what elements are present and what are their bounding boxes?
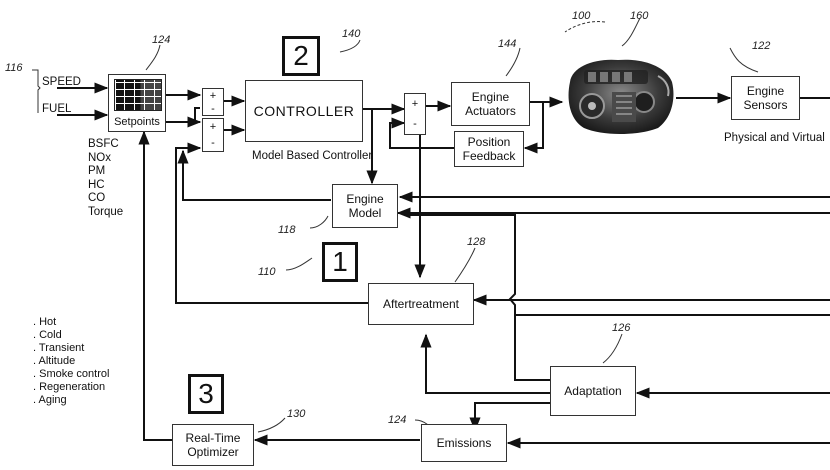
ref-124-setpoints: 124 <box>152 34 171 46</box>
setpoints-block: Setpoints <box>108 74 166 132</box>
condition-item: . Regeneration <box>33 381 106 393</box>
ref-140: 140 <box>342 28 361 40</box>
position-feedback-block: Position Feedback <box>454 131 524 167</box>
ref-100: 100 <box>572 10 591 22</box>
condition-item: . Cold <box>33 329 62 341</box>
engine-sensors-block: Engine Sensors <box>731 76 800 120</box>
condition-item: . Aging <box>33 394 67 406</box>
summer-plus: + <box>209 121 217 133</box>
stage-1-badge: 1 <box>322 242 358 282</box>
condition-item: . Hot <box>33 316 57 328</box>
setpoint-output-item: HC <box>88 178 105 191</box>
setpoint-output-item: Torque <box>88 205 124 218</box>
controller-caption: Model Based Controller <box>252 150 373 162</box>
setpoint-output-item: PM <box>88 165 106 178</box>
input-speed: SPEED <box>42 76 81 88</box>
aftertreatment-block: Aftertreatment <box>368 283 474 325</box>
condition-item: . Smoke control <box>33 368 110 380</box>
summer-lower: + - <box>202 118 224 152</box>
adaptation-block: Adaptation <box>550 366 636 416</box>
setpoint-output-item: NOx <box>88 151 111 164</box>
sensors-caption: Physical and Virtual <box>724 132 825 144</box>
setpoint-output-item: CO <box>88 192 106 205</box>
condition-item: . Altitude <box>33 355 76 367</box>
ref-124-emissions: 124 <box>388 414 407 426</box>
ref-122: 122 <box>752 40 771 52</box>
ref-130: 130 <box>287 408 306 420</box>
setpoints-map-icon <box>114 79 162 111</box>
ref-144: 144 <box>498 38 517 50</box>
engine-icon <box>568 59 674 134</box>
summer-upper: + - <box>202 88 224 116</box>
ref-160: 160 <box>630 10 649 22</box>
conditions-list: . Hot . Cold . Transient . Altitude . Sm… <box>33 316 109 407</box>
setpoint-output-item: BSFC <box>88 138 119 150</box>
summer-plus: + <box>209 89 217 102</box>
engine-model-block: Engine Model <box>332 184 398 228</box>
ref-110: 110 <box>258 266 276 278</box>
summer-minus: - <box>211 137 215 149</box>
ref-118: 118 <box>278 224 296 236</box>
ref-128: 128 <box>467 236 486 248</box>
stage-2-badge: 2 <box>282 36 320 76</box>
controller-block: CONTROLLER <box>245 80 363 142</box>
setpoint-outputs-list: BSFC NOx PM HC CO Torque <box>88 138 123 220</box>
real-time-optimizer-block: Real-Time Optimizer <box>172 424 254 466</box>
summer-plus: + <box>411 98 419 110</box>
input-fuel: FUEL <box>42 103 72 115</box>
ref-126: 126 <box>612 322 631 334</box>
condition-item: . Transient <box>33 342 85 354</box>
setpoints-label: Setpoints <box>114 116 160 128</box>
summer-minus: - <box>211 102 215 115</box>
stage-3-badge: 3 <box>188 374 224 414</box>
engine-actuators-block: Engine Actuators <box>451 82 530 126</box>
summer-minus: - <box>413 118 417 130</box>
emissions-block: Emissions <box>421 424 507 462</box>
ref-116: 116 <box>5 62 23 74</box>
summer-actuator: + - <box>404 93 426 135</box>
